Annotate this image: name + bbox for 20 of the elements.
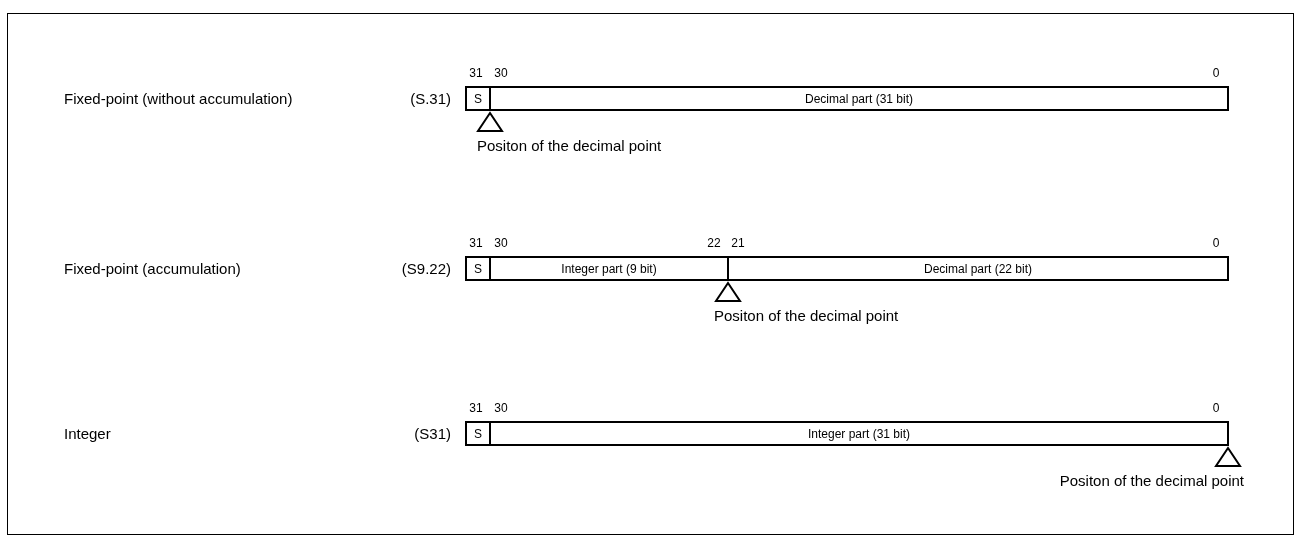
bit-number: 30: [494, 67, 508, 79]
format-notation: (S.31): [410, 90, 451, 106]
sign-bit-field: S: [465, 256, 491, 281]
bit-number: 30: [494, 402, 508, 414]
format-notation: (S9.22): [401, 260, 451, 276]
format-notation: (S31): [414, 425, 451, 441]
decimal-point-label: Positon of the decimal point: [1059, 472, 1244, 488]
decimal-point-label: Positon of the decimal point: [477, 137, 662, 153]
sign-bit-field: S: [465, 421, 491, 446]
bit-number: 31: [469, 402, 483, 414]
bit-number: 30: [494, 237, 508, 249]
decimal-point-label: Positon of the decimal point: [714, 307, 899, 323]
format-name: Fixed-point (without accumulation): [64, 90, 293, 106]
sign-bit-field: S: [465, 86, 491, 111]
bit-number: 31: [469, 237, 483, 249]
format-name: Integer: [64, 425, 111, 441]
format-name: Fixed-point (accumulation): [64, 260, 241, 276]
bit-number: 31: [469, 67, 483, 79]
bit-number: 22: [707, 237, 721, 249]
bit-number: 21: [731, 237, 745, 249]
